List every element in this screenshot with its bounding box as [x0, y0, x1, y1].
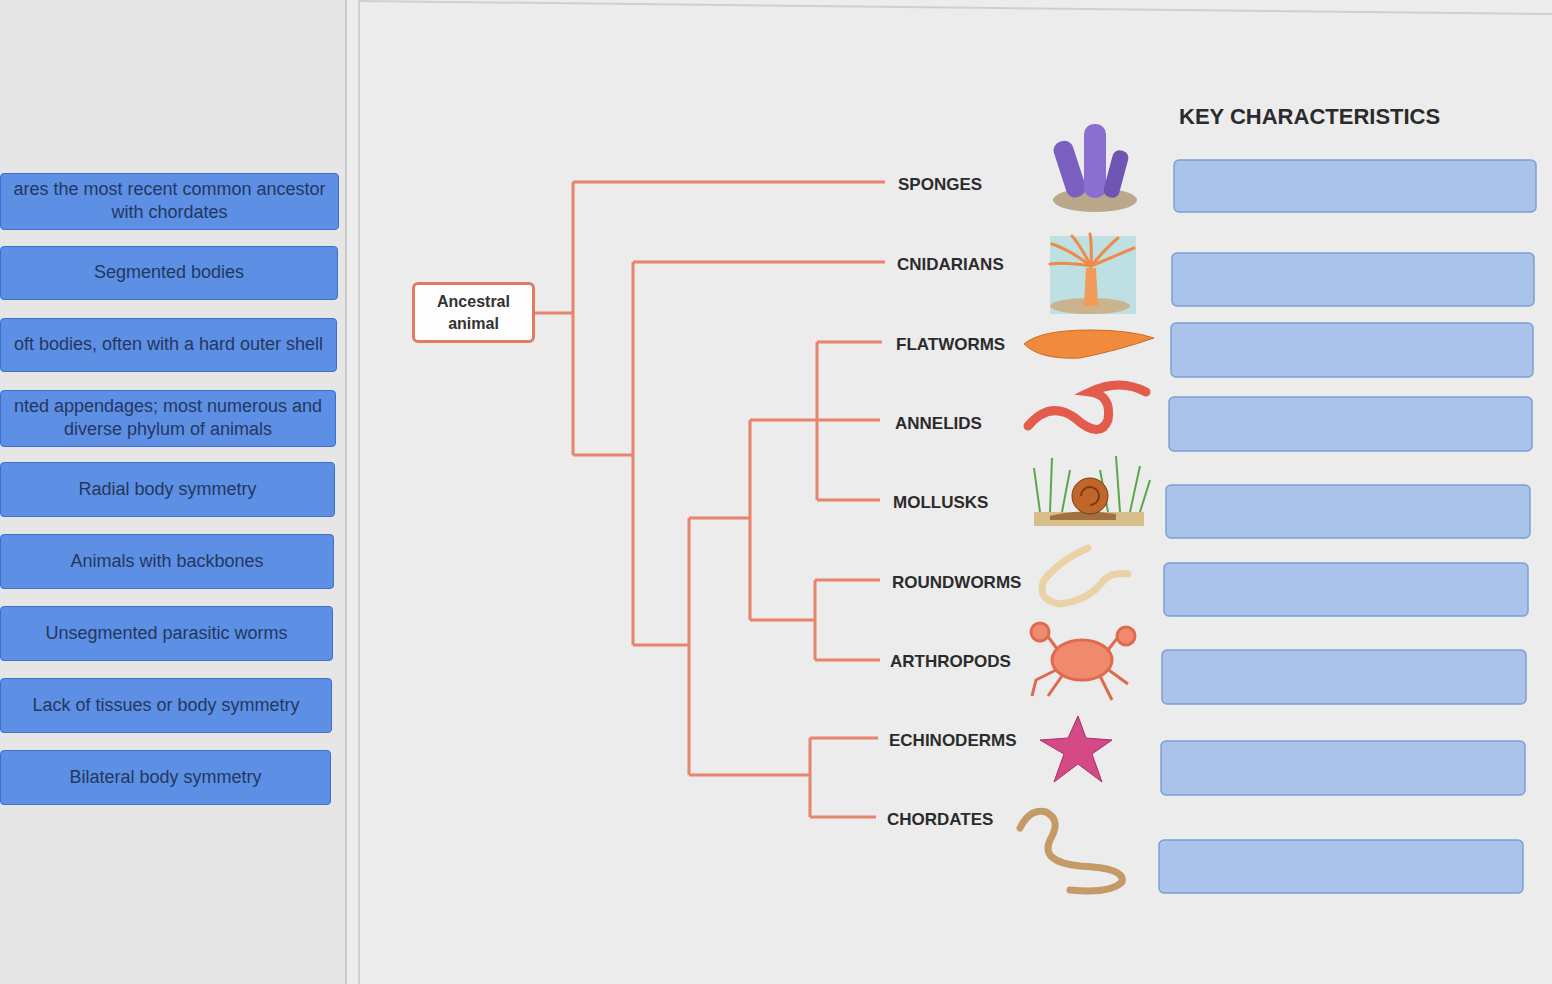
taxon-label: ARTHROPODS: [888, 652, 1013, 672]
root-box: Ancestral animal: [412, 282, 535, 343]
taxon-label: FLATWORMS: [894, 335, 1007, 355]
answer-tile: Bilateral body symmetry: [0, 750, 331, 805]
arthropod-picture: [1031, 623, 1135, 700]
answer-tile: oft bodies, often with a hard outer shel…: [0, 318, 337, 372]
node-text: Segmented bodies: [94, 261, 244, 284]
echinoderm-picture: [1040, 716, 1112, 782]
taxon-label: SPONGES: [896, 175, 984, 195]
node-text: Unsegmented parasitic worms: [45, 622, 287, 645]
answer-tile: Unsegmented parasitic worms: [0, 606, 333, 661]
mollusk-picture: [1034, 456, 1150, 526]
node-text: Radial body symmetry: [78, 478, 256, 501]
taxon-label: ROUNDWORMS: [890, 573, 1023, 593]
chordate-picture: [1020, 811, 1122, 891]
roundworm-picture: [1042, 548, 1128, 604]
panel-border: [358, 0, 360, 984]
taxon-label: CNIDARIANS: [895, 255, 1006, 275]
taxon-label: MOLLUSKS: [891, 493, 990, 513]
phylogenetic-tree: [535, 182, 885, 817]
panel-top-border: [359, 1, 1552, 14]
node-text: oft bodies, often with a hard outer shel…: [14, 333, 323, 356]
answer-tile: Animals with backbones: [0, 534, 334, 589]
sponge-picture: [1051, 124, 1137, 212]
tile-panel: [0, 0, 346, 984]
annelid-picture: [1028, 385, 1146, 430]
answer-tile: Radial body symmetry: [0, 462, 335, 517]
taxon-label: ANNELIDS: [893, 414, 984, 434]
node-text: nted appendages; most numerous and diver…: [9, 395, 327, 442]
flatworm-picture: [1024, 330, 1154, 358]
answer-tile: Segmented bodies: [0, 246, 338, 300]
cnidarian-picture: [1050, 234, 1136, 314]
answer-slots: [1159, 160, 1536, 893]
node-text: Bilateral body symmetry: [69, 766, 261, 789]
answer-tile: nted appendages; most numerous and diver…: [0, 390, 336, 447]
answer-tile: ares the most recent common ancestor wit…: [0, 173, 339, 230]
node-text: ares the most recent common ancestor wit…: [9, 178, 330, 225]
section-heading: KEY CHARACTERISTICS: [1177, 104, 1442, 130]
node-text: Ancestral animal: [423, 291, 524, 334]
taxon-label: ECHINODERMS: [887, 731, 1019, 751]
panel-divider: [345, 0, 347, 984]
answer-tile: Lack of tissues or body symmetry: [0, 678, 332, 733]
node-text: Lack of tissues or body symmetry: [32, 694, 299, 717]
taxon-label: CHORDATES: [885, 810, 995, 830]
node-text: Animals with backbones: [70, 550, 263, 573]
